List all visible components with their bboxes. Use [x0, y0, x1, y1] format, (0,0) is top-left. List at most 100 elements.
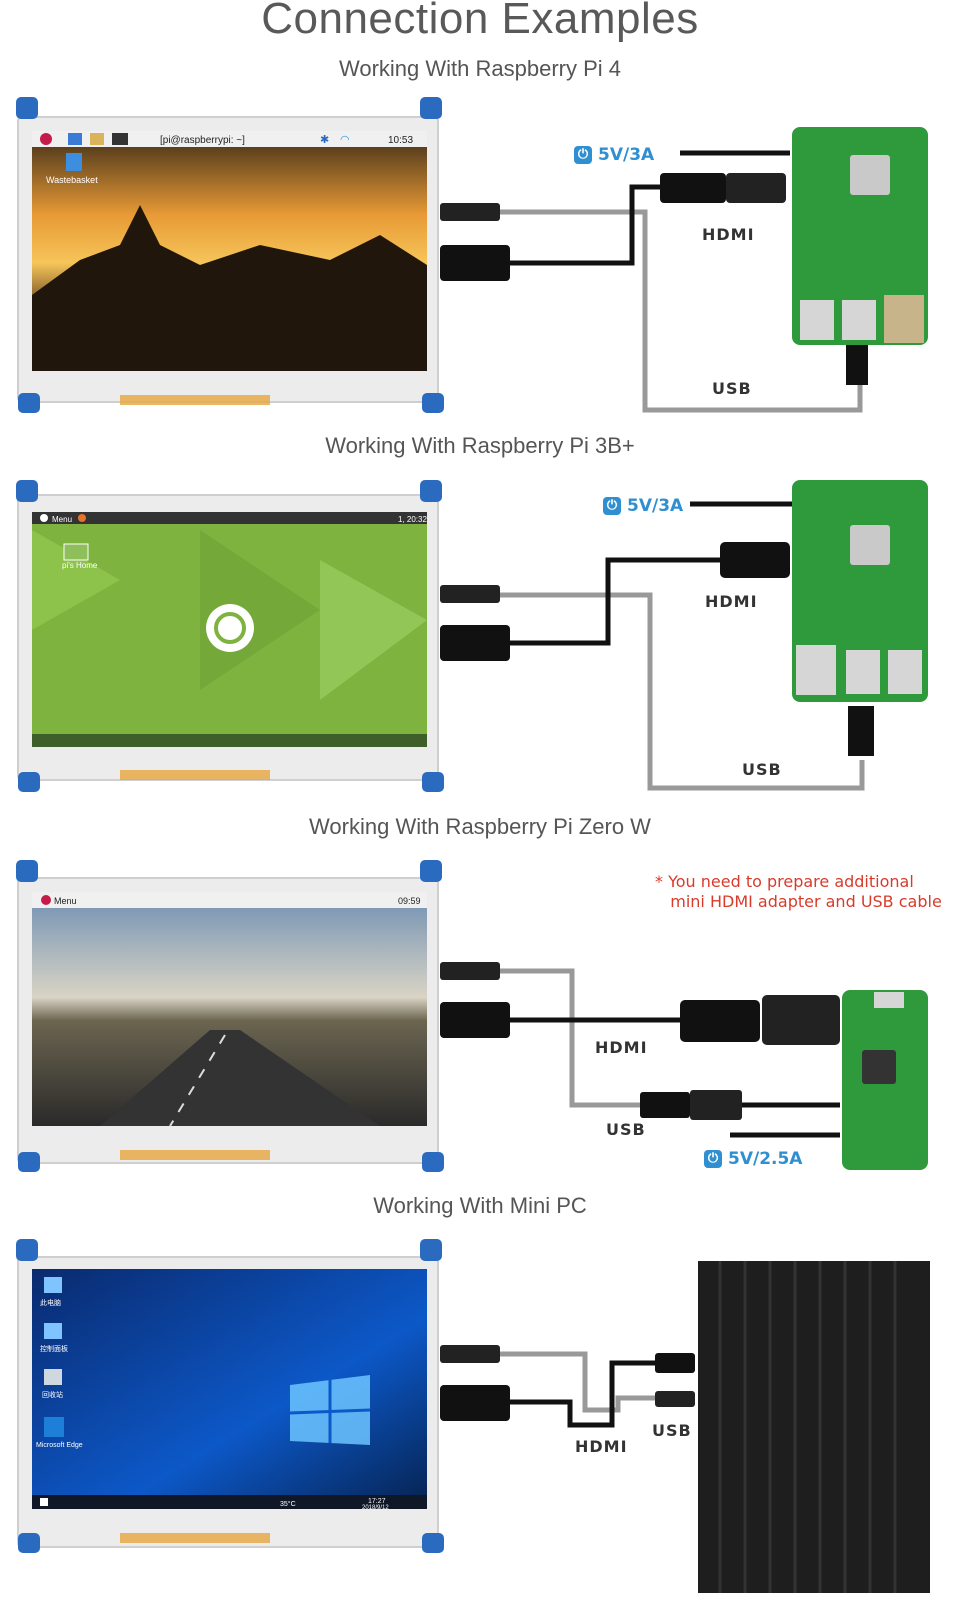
- mini-pc: [698, 1261, 930, 1593]
- raspberry-pi-4-board: [792, 127, 928, 345]
- taskbar-weather: 35°C: [280, 1500, 296, 1508]
- bg-triangle: [32, 530, 120, 630]
- hdmi-cable: [510, 1360, 660, 1428]
- power-icon: ⏻: [603, 497, 621, 515]
- pi3-power-label: ⏻ 5V/3A: [603, 496, 683, 516]
- mount-hole: [420, 480, 442, 502]
- power-icon: ⏻: [704, 1150, 722, 1168]
- hdmi-port: [440, 245, 510, 281]
- usb-port: [440, 203, 500, 221]
- mount-hole: [420, 1239, 442, 1261]
- soc-chip: [862, 1050, 896, 1084]
- firefox-icon: [78, 514, 86, 522]
- edge-icon: [44, 1417, 64, 1437]
- usb-port: [440, 1345, 500, 1363]
- fpc-connector: [120, 395, 270, 405]
- hdmi-plug: [680, 1000, 760, 1042]
- hdmi-cable: [510, 184, 660, 266]
- hdmi-plug: [655, 1353, 695, 1373]
- usb-otg-plug: [640, 1092, 690, 1118]
- desktop-icon-label: Wastebasket: [46, 175, 98, 185]
- usb-cable: [500, 209, 863, 413]
- usb-plug: [848, 706, 874, 756]
- start-icon: [40, 1498, 48, 1506]
- windows-taskbar: [32, 1495, 427, 1509]
- fpc-connector: [120, 1150, 270, 1160]
- windows-logo-divider: [289, 1408, 371, 1415]
- minipc-usb-label: USB: [652, 1421, 692, 1440]
- mount-hole: [16, 480, 38, 502]
- ubuntu-mate-logo-ring: [214, 612, 246, 644]
- taskbar-date: 2018/9/12: [362, 1505, 389, 1511]
- pi3-connection-panel: Menu 1, 20:32 pi's Home ⏻ 5V/3A HDMI USB: [0, 470, 960, 800]
- taskbar: [32, 512, 427, 524]
- wifi-icon: ◠: [340, 134, 350, 146]
- usb-otg-adapter: [690, 1090, 742, 1120]
- mini-hdmi-adapter: [762, 995, 840, 1045]
- wastebasket-icon: [66, 153, 82, 171]
- mount-hole: [422, 772, 444, 792]
- hdmi-port: [440, 1385, 510, 1421]
- usb-cable: [500, 968, 640, 1108]
- desktop-icon-label: 控制面板: [40, 1344, 68, 1353]
- minipc-connection-panel: 此电脑 控制面板 回收站 Microsoft Edge 35°C 17:27 2…: [0, 1235, 960, 1600]
- recycle-bin-icon: [44, 1369, 62, 1385]
- raspberry-logo-icon: [41, 895, 51, 905]
- menu-label: Menu: [52, 515, 72, 524]
- menu-icon: [40, 514, 48, 522]
- section-heading-pi3: Working With Raspberry Pi 3B+: [325, 433, 635, 458]
- usb-cable: [500, 1351, 660, 1413]
- bluetooth-icon: ✱: [320, 134, 329, 146]
- temple-silhouette: [32, 205, 427, 371]
- mount-hole: [16, 1239, 38, 1261]
- terminal-icon: [112, 133, 128, 145]
- minipc-hdmi-label: HDMI: [575, 1437, 628, 1456]
- pi4-usb-label: USB: [712, 379, 752, 398]
- hdmi-cable: [510, 557, 720, 646]
- hdmi-plug: [660, 173, 726, 203]
- usb-connector: [800, 300, 834, 340]
- page-title: Connection Examples: [261, 0, 699, 43]
- mount-hole: [422, 1533, 444, 1553]
- pi4-diagram: [pi@raspberrypi: ~] ✱ ◠ 10:53 Wastebaske…: [16, 97, 928, 413]
- usb-cable: [500, 592, 865, 791]
- taskbar-window-title: [pi@raspberrypi: ~]: [160, 135, 245, 146]
- control-panel-icon: [44, 1323, 62, 1339]
- pi3-hdmi-label: HDMI: [705, 592, 758, 611]
- road-marking: [169, 1034, 226, 1127]
- taskbar: [32, 892, 427, 908]
- menu-label: Menu: [54, 896, 77, 906]
- hdmi-port: [440, 625, 510, 661]
- taskbar: [32, 131, 427, 147]
- usb-connector: [888, 650, 922, 694]
- sd-card-slot: [874, 992, 904, 1008]
- mount-hole: [18, 393, 40, 413]
- usb-connector: [846, 650, 880, 694]
- mount-hole: [18, 1533, 40, 1553]
- pi3-diagram: Menu 1, 20:32 pi's Home: [16, 480, 928, 792]
- ubuntu-mate-logo: [206, 604, 254, 652]
- mount-hole: [420, 97, 442, 119]
- zero-connection-panel: Menu 09:59 HDMI USB ⏻ 5V/2.5A: [0, 850, 960, 1180]
- fpc-connector: [120, 1533, 270, 1543]
- pi4-hdmi-label: HDMI: [702, 225, 755, 244]
- taskbar-clock: 17:27: [368, 1498, 386, 1505]
- desktop-icon-label: pi's Home: [62, 561, 98, 570]
- mount-hole: [16, 860, 38, 882]
- usb-connector: [842, 300, 876, 340]
- soc-chip: [850, 525, 890, 565]
- taskbar-clock: 10:53: [388, 135, 413, 146]
- soc-chip: [850, 155, 890, 195]
- raspberry-logo-icon: [40, 133, 52, 145]
- mount-hole: [18, 1152, 40, 1172]
- hdmi-port: [440, 1002, 510, 1038]
- ethernet-connector: [884, 295, 924, 343]
- taskbar-clock: 1, 20:32: [398, 515, 427, 524]
- mount-hole: [18, 772, 40, 792]
- mount-hole: [422, 1152, 444, 1172]
- bg-triangle: [320, 560, 427, 700]
- desktop-icon-label: 回收站: [42, 1390, 63, 1399]
- zero-diagram: Menu 09:59: [16, 860, 928, 1172]
- ethernet-connector: [796, 645, 836, 695]
- zero-power-label: ⏻ 5V/2.5A: [704, 1149, 802, 1169]
